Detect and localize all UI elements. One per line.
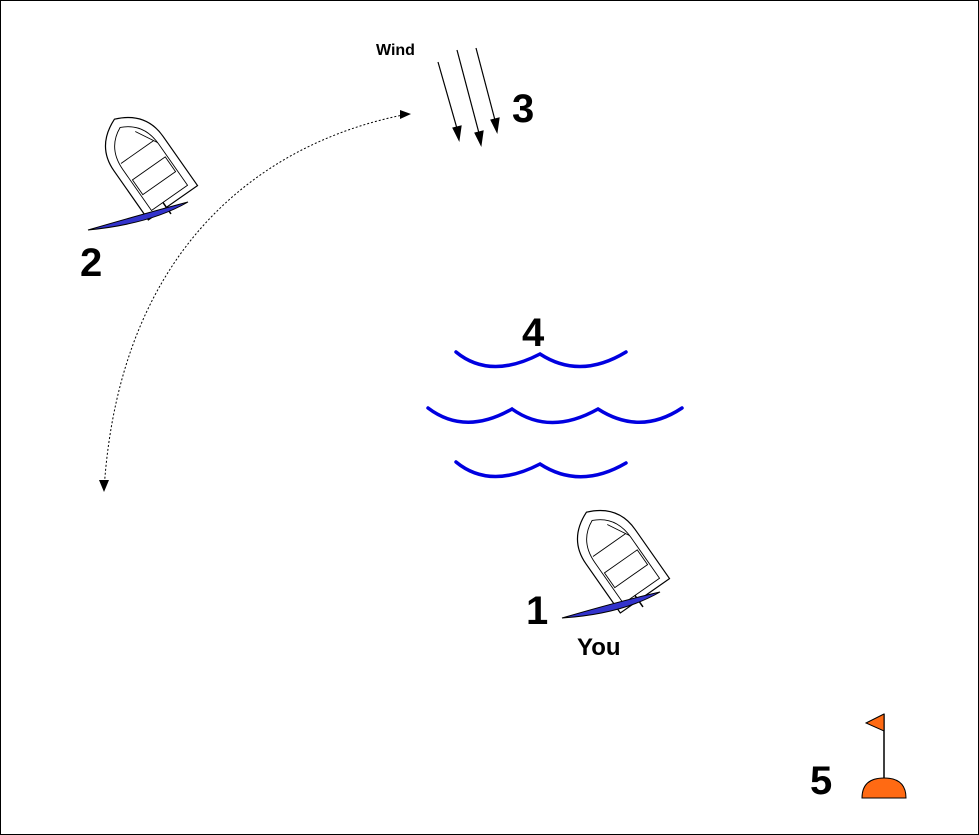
boat-1-sail (561, 591, 661, 619)
boat-2-icon (104, 116, 199, 221)
turn-arrow-icon (99, 110, 411, 492)
boat-1-icon (576, 509, 671, 614)
wind-arrows-icon (437, 47, 500, 147)
boat-2-sail (87, 201, 189, 231)
marker-2-label: 2 (80, 241, 102, 285)
wind-label: Wind (376, 42, 415, 59)
marker-3-label: 3 (512, 87, 534, 131)
waves-icon (426, 350, 684, 479)
marker-4-label: 4 (522, 311, 545, 355)
flag-buoy-icon (861, 713, 907, 799)
you-label: You (577, 634, 621, 661)
marker-5-label: 5 (810, 759, 832, 803)
marker-1-label: 1 (526, 589, 548, 633)
